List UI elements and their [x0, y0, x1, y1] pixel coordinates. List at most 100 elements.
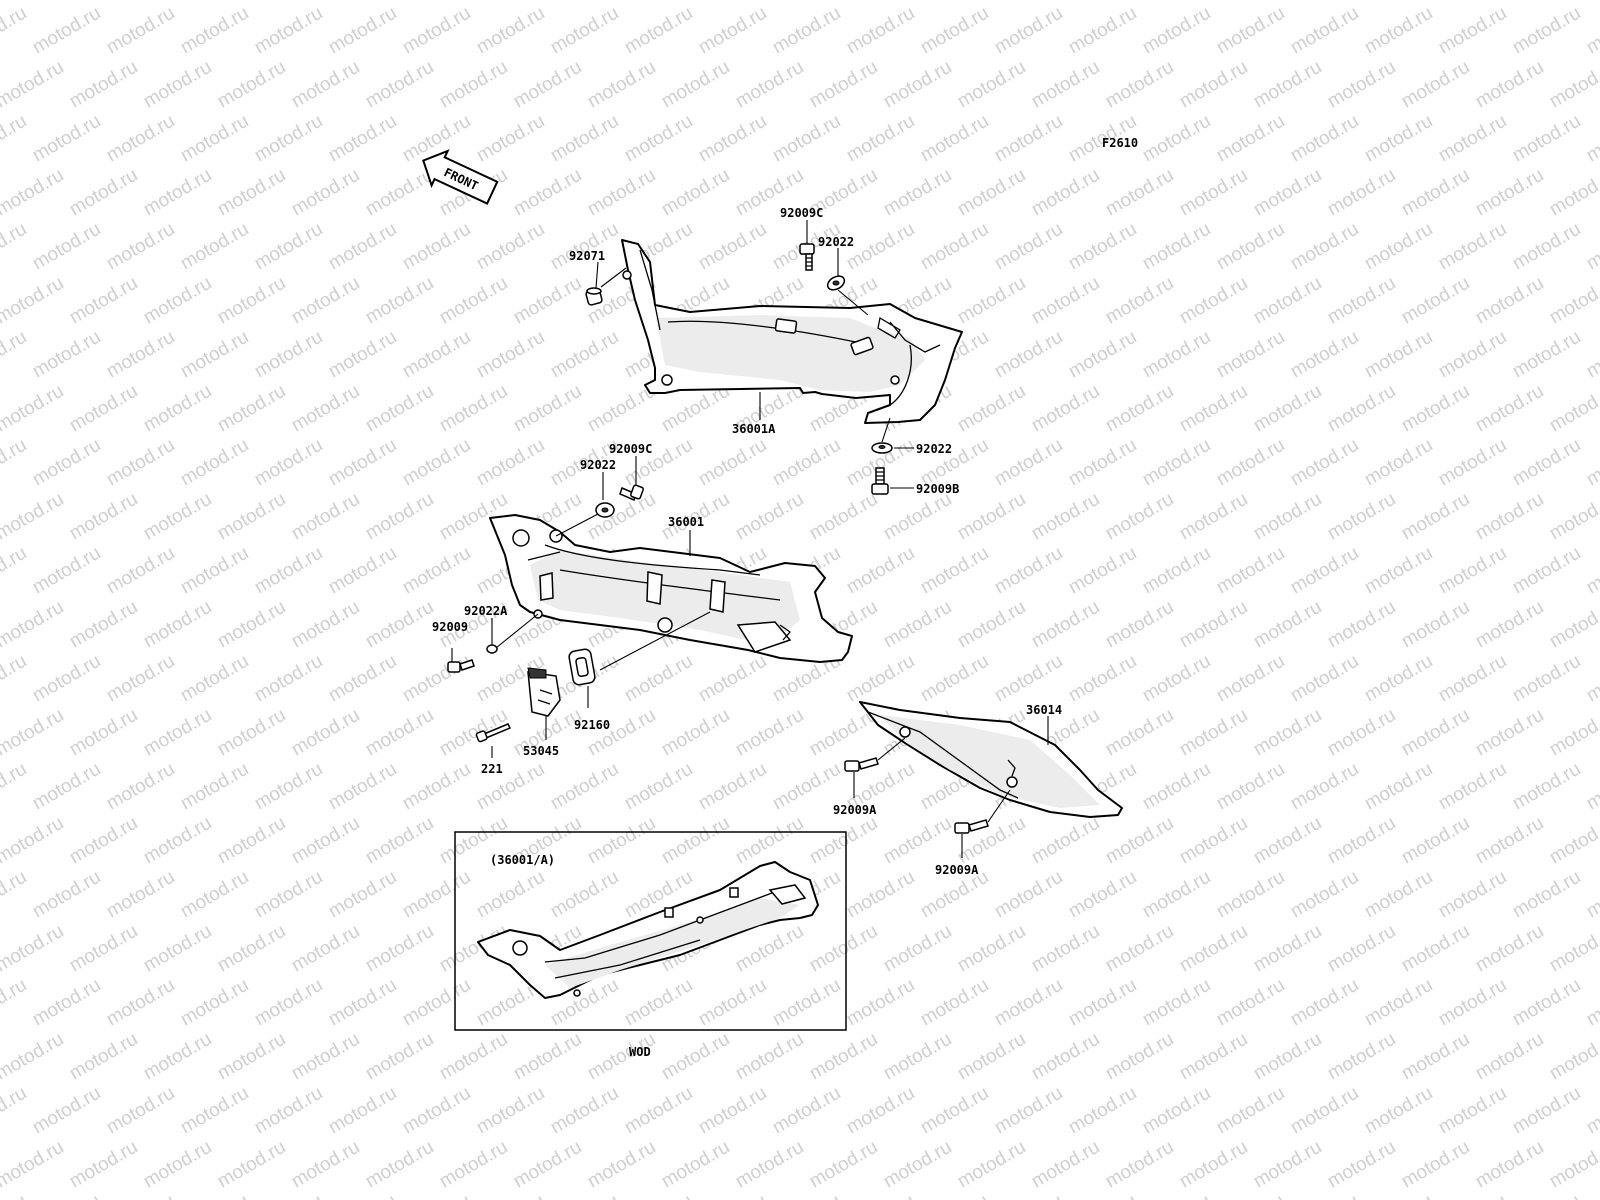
watermark-text: motod.ru — [732, 489, 807, 545]
watermark-text: motod.ru — [1213, 759, 1288, 815]
watermark-text: motod.ru — [325, 759, 400, 815]
watermark-text: motod.ru — [1509, 867, 1584, 923]
watermark-text: motod.ru — [1250, 705, 1325, 761]
watermark-text: motod.ru — [1102, 1137, 1177, 1193]
watermark-text: motod.ru — [399, 975, 474, 1031]
watermark-text: motod.ru — [66, 705, 141, 761]
watermark-text: motod.ru — [843, 543, 918, 599]
watermark-text: motod.ru — [177, 1191, 252, 1200]
watermark-text: motod.ru — [288, 57, 363, 113]
watermark-text: motod.ru — [473, 111, 548, 167]
watermark-text: motod.ru — [177, 759, 252, 815]
watermark-text: motod.ru — [1065, 327, 1140, 383]
watermark-text: motod.ru — [695, 111, 770, 167]
watermark-text: motod.ru — [1361, 975, 1436, 1031]
watermark-text: motod.ru — [177, 435, 252, 491]
watermark-text: motod.ru — [991, 219, 1066, 275]
watermark-text: motod.ru — [695, 3, 770, 59]
watermark-text: motod.ru — [436, 381, 511, 437]
watermark-text: motod.ru — [547, 867, 622, 923]
watermark-text: motod.ru — [584, 1137, 659, 1193]
watermark-text: motod.ru — [991, 651, 1066, 707]
watermark-text: motod.ru — [917, 219, 992, 275]
watermark-text: motod.ru — [1435, 759, 1510, 815]
watermark-text: motod.ru — [436, 1137, 511, 1193]
hardware-92009B-bolt — [871, 467, 889, 495]
watermark-text: motod.ru — [473, 435, 548, 491]
watermark-text: motod.ru — [1509, 219, 1584, 275]
watermark-text: motod.ru — [1398, 705, 1473, 761]
watermark-text: motod.ru — [140, 0, 215, 4]
watermark-text: motod.ru — [214, 1029, 289, 1085]
watermark-text: motod.ru — [1583, 759, 1600, 815]
watermark-text: motod.ru — [954, 597, 1029, 653]
watermark-text: motod.ru — [954, 165, 1029, 221]
watermark-text: motod.ru — [177, 1083, 252, 1139]
watermark-text: motod.ru — [621, 111, 696, 167]
watermark-text: motod.ru — [1472, 921, 1547, 977]
watermark-text: motod.ru — [1435, 111, 1510, 167]
hardware-92022-top-washer — [826, 275, 846, 291]
watermark-text: motod.ru — [806, 813, 881, 869]
watermark-text: motod.ru — [1583, 651, 1600, 707]
watermark-text: motod.ru — [1509, 759, 1584, 815]
watermark-text: motod.ru — [1472, 1137, 1547, 1193]
watermark-text: motod.ru — [473, 1083, 548, 1139]
watermark-text: motod.ru — [1287, 111, 1362, 167]
watermark-text: motod.ru — [1028, 1029, 1103, 1085]
label-92009A-left: 92009A — [833, 803, 877, 817]
watermark-text: motod.ru — [103, 111, 178, 167]
watermark-text: motod.ru — [1250, 813, 1325, 869]
watermark-text: motod.ru — [325, 327, 400, 383]
watermark-text: motod.ru — [695, 435, 770, 491]
watermark-text: motod.ru — [1361, 1191, 1436, 1200]
watermark-text: motod.ru — [880, 597, 955, 653]
watermark-text: motod.ru — [1102, 57, 1177, 113]
watermark-text: motod.ru — [325, 219, 400, 275]
watermark-text: motod.ru — [1435, 3, 1510, 59]
watermark-text: motod.ru — [732, 705, 807, 761]
watermark-text: motod.ru — [584, 165, 659, 221]
watermark-text: motod.ru — [1213, 867, 1288, 923]
watermark-text: motod.ru — [29, 3, 104, 59]
watermark-text: motod.ru — [1509, 651, 1584, 707]
watermark-text: motod.ru — [1287, 975, 1362, 1031]
watermark-text: motod.ru — [1398, 1029, 1473, 1085]
watermark-text: motod.ru — [547, 1191, 622, 1200]
watermark-text: motod.ru — [66, 57, 141, 113]
watermark-text: motod.ru — [547, 1083, 622, 1139]
watermark-text: motod.ru — [621, 759, 696, 815]
watermark-text: motod.ru — [214, 57, 289, 113]
watermark-text: motod.ru — [621, 1191, 696, 1200]
watermark-text: motod.ru — [362, 1137, 437, 1193]
watermark-text: motod.ru — [732, 813, 807, 869]
watermark-text: motod.ru — [362, 381, 437, 437]
watermark-text: motod.ru — [954, 381, 1029, 437]
watermark-text: motod.ru — [1250, 165, 1325, 221]
watermark-text: motod.ru — [1065, 543, 1140, 599]
watermark-text: motod.ru — [1287, 867, 1362, 923]
watermark-text: motod.ru — [66, 813, 141, 869]
watermark-text: motod.ru — [1398, 813, 1473, 869]
watermark-text: motod.ru — [880, 165, 955, 221]
watermark-text: motod.ru — [510, 273, 585, 329]
watermark-text: motod.ru — [66, 381, 141, 437]
label-36001: 36001 — [668, 515, 704, 529]
watermark-text: motod.ru — [0, 867, 30, 923]
watermark-text: motod.ru — [1102, 921, 1177, 977]
watermark-text: motod.ru — [362, 57, 437, 113]
watermark-text: motod.ru — [769, 1191, 844, 1200]
watermark-text: motod.ru — [1139, 867, 1214, 923]
watermark-text: motod.ru — [954, 57, 1029, 113]
watermark-text: motod.ru — [510, 165, 585, 221]
watermark-text: motod.ru — [1139, 1191, 1214, 1200]
watermark-text: motod.ru — [177, 111, 252, 167]
watermark-text: motod.ru — [1324, 1029, 1399, 1085]
watermark-text: motod.ru — [917, 651, 992, 707]
watermark-text: motod.ru — [1509, 327, 1584, 383]
watermark-text: motod.ru — [695, 1191, 770, 1200]
watermark-text: motod.ru — [1139, 3, 1214, 59]
figure-code: F2610 — [1102, 136, 1138, 150]
watermark-text: motod.ru — [695, 651, 770, 707]
label-92022-right: 92022 — [916, 442, 952, 456]
